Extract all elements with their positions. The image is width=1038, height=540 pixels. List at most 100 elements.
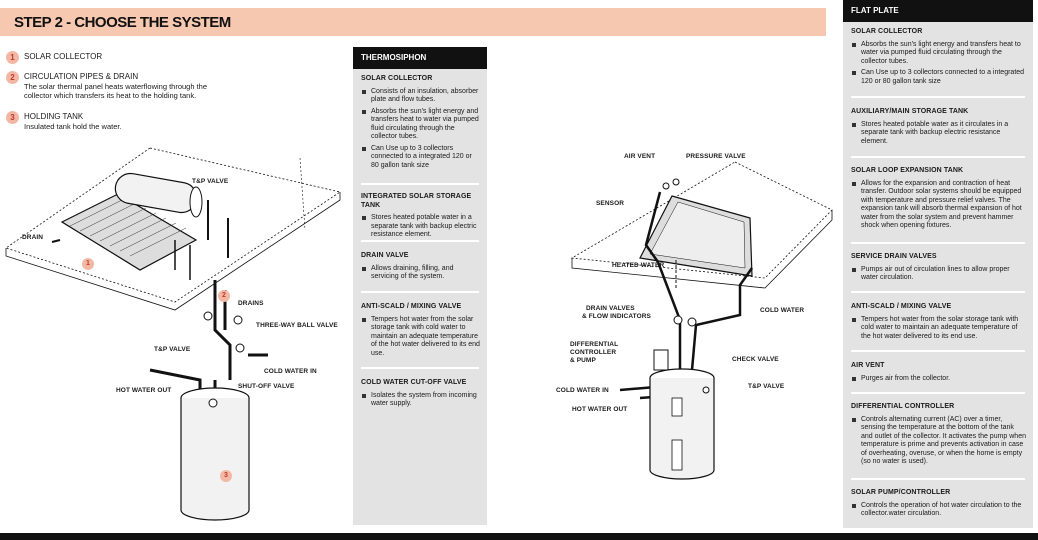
label-cold-water: COLD WATER [760, 307, 805, 314]
section-bullet: Allows draining, filling, and servicing … [361, 265, 481, 282]
label-hot-water-out: HOT WATER OUT [572, 406, 628, 413]
label-drain: DRAIN [22, 234, 44, 241]
label-flow-indicators: & FLOW INDICATORS [582, 313, 651, 320]
section-title: SOLAR LOOP EXPANSION TANK [851, 167, 964, 174]
label-shut-off-valve: SHUT-OFF VALVE [238, 383, 295, 390]
section-air-vent: AIR VENT Purges air from the collector. [851, 362, 1027, 386]
label-drains: DRAINS [238, 300, 264, 307]
section-title: ANTI-SCALD / MIXING VALVE [361, 303, 462, 310]
section-title: SERVICE DRAIN VALVES [851, 253, 937, 260]
panel-grid-lines [69, 197, 187, 257]
section-title: ANTI-SCALD / MIXING VALVE [851, 303, 952, 310]
section-bullet: Controls the operation of hot water circ… [851, 502, 1027, 519]
section-bullet: Can Use up to 3 collectors connected to … [361, 145, 481, 171]
section-divider [851, 392, 1025, 394]
section-title: COLD WATER CUT-OFF VALVE [361, 379, 467, 386]
section-divider [361, 367, 479, 369]
roof-edge [571, 210, 833, 289]
controller-box [653, 349, 669, 371]
pressure-valve-icon [672, 178, 680, 186]
section-auxiliary-storage-tank: AUXILIARY/MAIN STORAGE TANK Stores heate… [851, 108, 1027, 149]
section-bullet: Stores heated potable water as it circul… [851, 121, 1027, 147]
drain-valve [203, 311, 213, 321]
legend-number: 3 [6, 111, 19, 124]
section-cold-water-cut-off: COLD WATER CUT-OFF VALVE Isolates the sy… [361, 379, 481, 412]
section-solar-collector: SOLAR COLLECTOR Consists of an insulatio… [361, 75, 481, 173]
section-drain-valve: DRAIN VALVE Allows draining, filling, an… [361, 252, 481, 285]
section-bullet: Isolates the system from incoming water … [361, 392, 481, 409]
section-title: AIR VENT [851, 362, 885, 369]
pipe-down [213, 280, 232, 380]
roof-edge [5, 192, 341, 311]
label-drain-valves: DRAIN VALVES [586, 305, 635, 312]
label-cold-water-in: COLD WATER IN [264, 368, 317, 375]
section-solar-collector: SOLAR COLLECTOR Absorbs the sun's light … [851, 28, 1027, 89]
label-tp-valve-top: T&P VALVE [192, 178, 229, 185]
legend-description: The solar thermal panel heats waterflowi… [24, 82, 208, 100]
label-pressure-valve: PRESSURE VALVE [686, 153, 746, 160]
holding-tank-body [180, 398, 250, 521]
three-way-valve [235, 343, 245, 353]
section-differential-controller: DIFFERENTIAL CONTROLLER Controls alterna… [851, 403, 1027, 470]
section-divider [851, 350, 1025, 352]
section-solar-pump-controller: SOLAR PUMP/CONTROLLER Controls the opera… [851, 489, 1027, 522]
section-expansion-tank: SOLAR LOOP EXPANSION TANK Allows for the… [851, 167, 1027, 234]
section-title: SOLAR COLLECTOR [851, 28, 923, 35]
page-title: STEP 2 - CHOOSE THE SYSTEM [14, 14, 231, 31]
supply-pipe [644, 191, 682, 370]
label-tp-valve-bottom: T&P VALVE [154, 346, 191, 353]
section-divider [851, 291, 1025, 293]
section-bullet: Pumps air out of circulation lines to al… [851, 266, 1027, 283]
flat-plate-diagram [570, 161, 833, 480]
marker-3: 3 [220, 470, 232, 482]
legend-title: HOLDING TANK [24, 112, 84, 121]
section-anti-scald: ANTI-SCALD / MIXING VALVE Tempers hot wa… [361, 303, 481, 361]
legend-number: 1 [6, 51, 19, 64]
label-check-valve: CHECK VALVE [732, 356, 779, 363]
marker-2: 2 [218, 290, 230, 302]
return-pipe [690, 267, 754, 371]
flat-plate-panel-title: FLAT PLATE [843, 0, 1033, 22]
section-divider [851, 156, 1025, 158]
section-title: DIFFERENTIAL CONTROLLER [851, 403, 955, 410]
section-service-drain-valves: SERVICE DRAIN VALVES Pumps air out of ci… [851, 253, 1027, 286]
roof-outline [5, 147, 341, 303]
section-bullet: Controls alternating current (AC) over a… [851, 416, 1027, 467]
section-integrated-storage-tank: INTEGRATED SOLAR STORAGE TANK Stores hea… [361, 193, 481, 243]
section-title: SOLAR COLLECTOR [361, 75, 433, 82]
roof-outline [570, 161, 833, 279]
thermosiphon-panel-title: THERMOSIPHON [353, 47, 487, 69]
storage-tank-body [649, 378, 715, 480]
section-bullet: Tempers hot water from the solar storage… [851, 316, 1027, 342]
section-title: SOLAR PUMP/CONTROLLER [851, 489, 951, 496]
section-divider [851, 242, 1025, 244]
label-controller: CONTROLLER [570, 349, 617, 356]
section-bullet: Tempers hot water from the solar storage… [361, 316, 481, 359]
section-divider [361, 240, 479, 242]
label-three-way-ball-valve: THREE-WAY BALL VALVE [256, 322, 338, 329]
section-divider [851, 96, 1025, 98]
section-anti-scald: ANTI-SCALD / MIXING VALVE Tempers hot wa… [851, 303, 1027, 344]
legend-title: SOLAR COLLECTOR [24, 52, 103, 61]
section-title: DRAIN VALVE [361, 252, 409, 259]
air-vent-icon [662, 182, 670, 190]
section-title: AUXILIARY/MAIN STORAGE TANK [851, 108, 969, 115]
thermosiphon-diagram [5, 147, 341, 521]
section-bullet: Consists of an insulation, absorber plat… [361, 88, 481, 105]
marker-1: 1 [82, 258, 94, 270]
section-bullet: Allows for the expansion and contraction… [851, 180, 1027, 231]
tank-end [189, 186, 203, 218]
label-differential: DIFFERENTIAL [570, 341, 619, 348]
section-divider [361, 291, 479, 293]
label-heated-water: HEATED WATER [612, 262, 665, 269]
section-bullet: Purges air from the collector. [851, 375, 1027, 384]
label-tp-valve: T&P VALVE [748, 383, 785, 390]
section-divider [361, 183, 479, 185]
section-bullet: Stores heated potable water in a separat… [361, 214, 481, 240]
section-title: INTEGRATED SOLAR STORAGE TANK [361, 193, 472, 209]
label-hot-water-out: HOT WATER OUT [116, 387, 172, 394]
header-bar [0, 8, 826, 36]
legend-number: 2 [6, 71, 19, 84]
label-pump: & PUMP [570, 357, 596, 364]
legend-title: CIRCULATION PIPES & DRAIN [24, 72, 139, 81]
